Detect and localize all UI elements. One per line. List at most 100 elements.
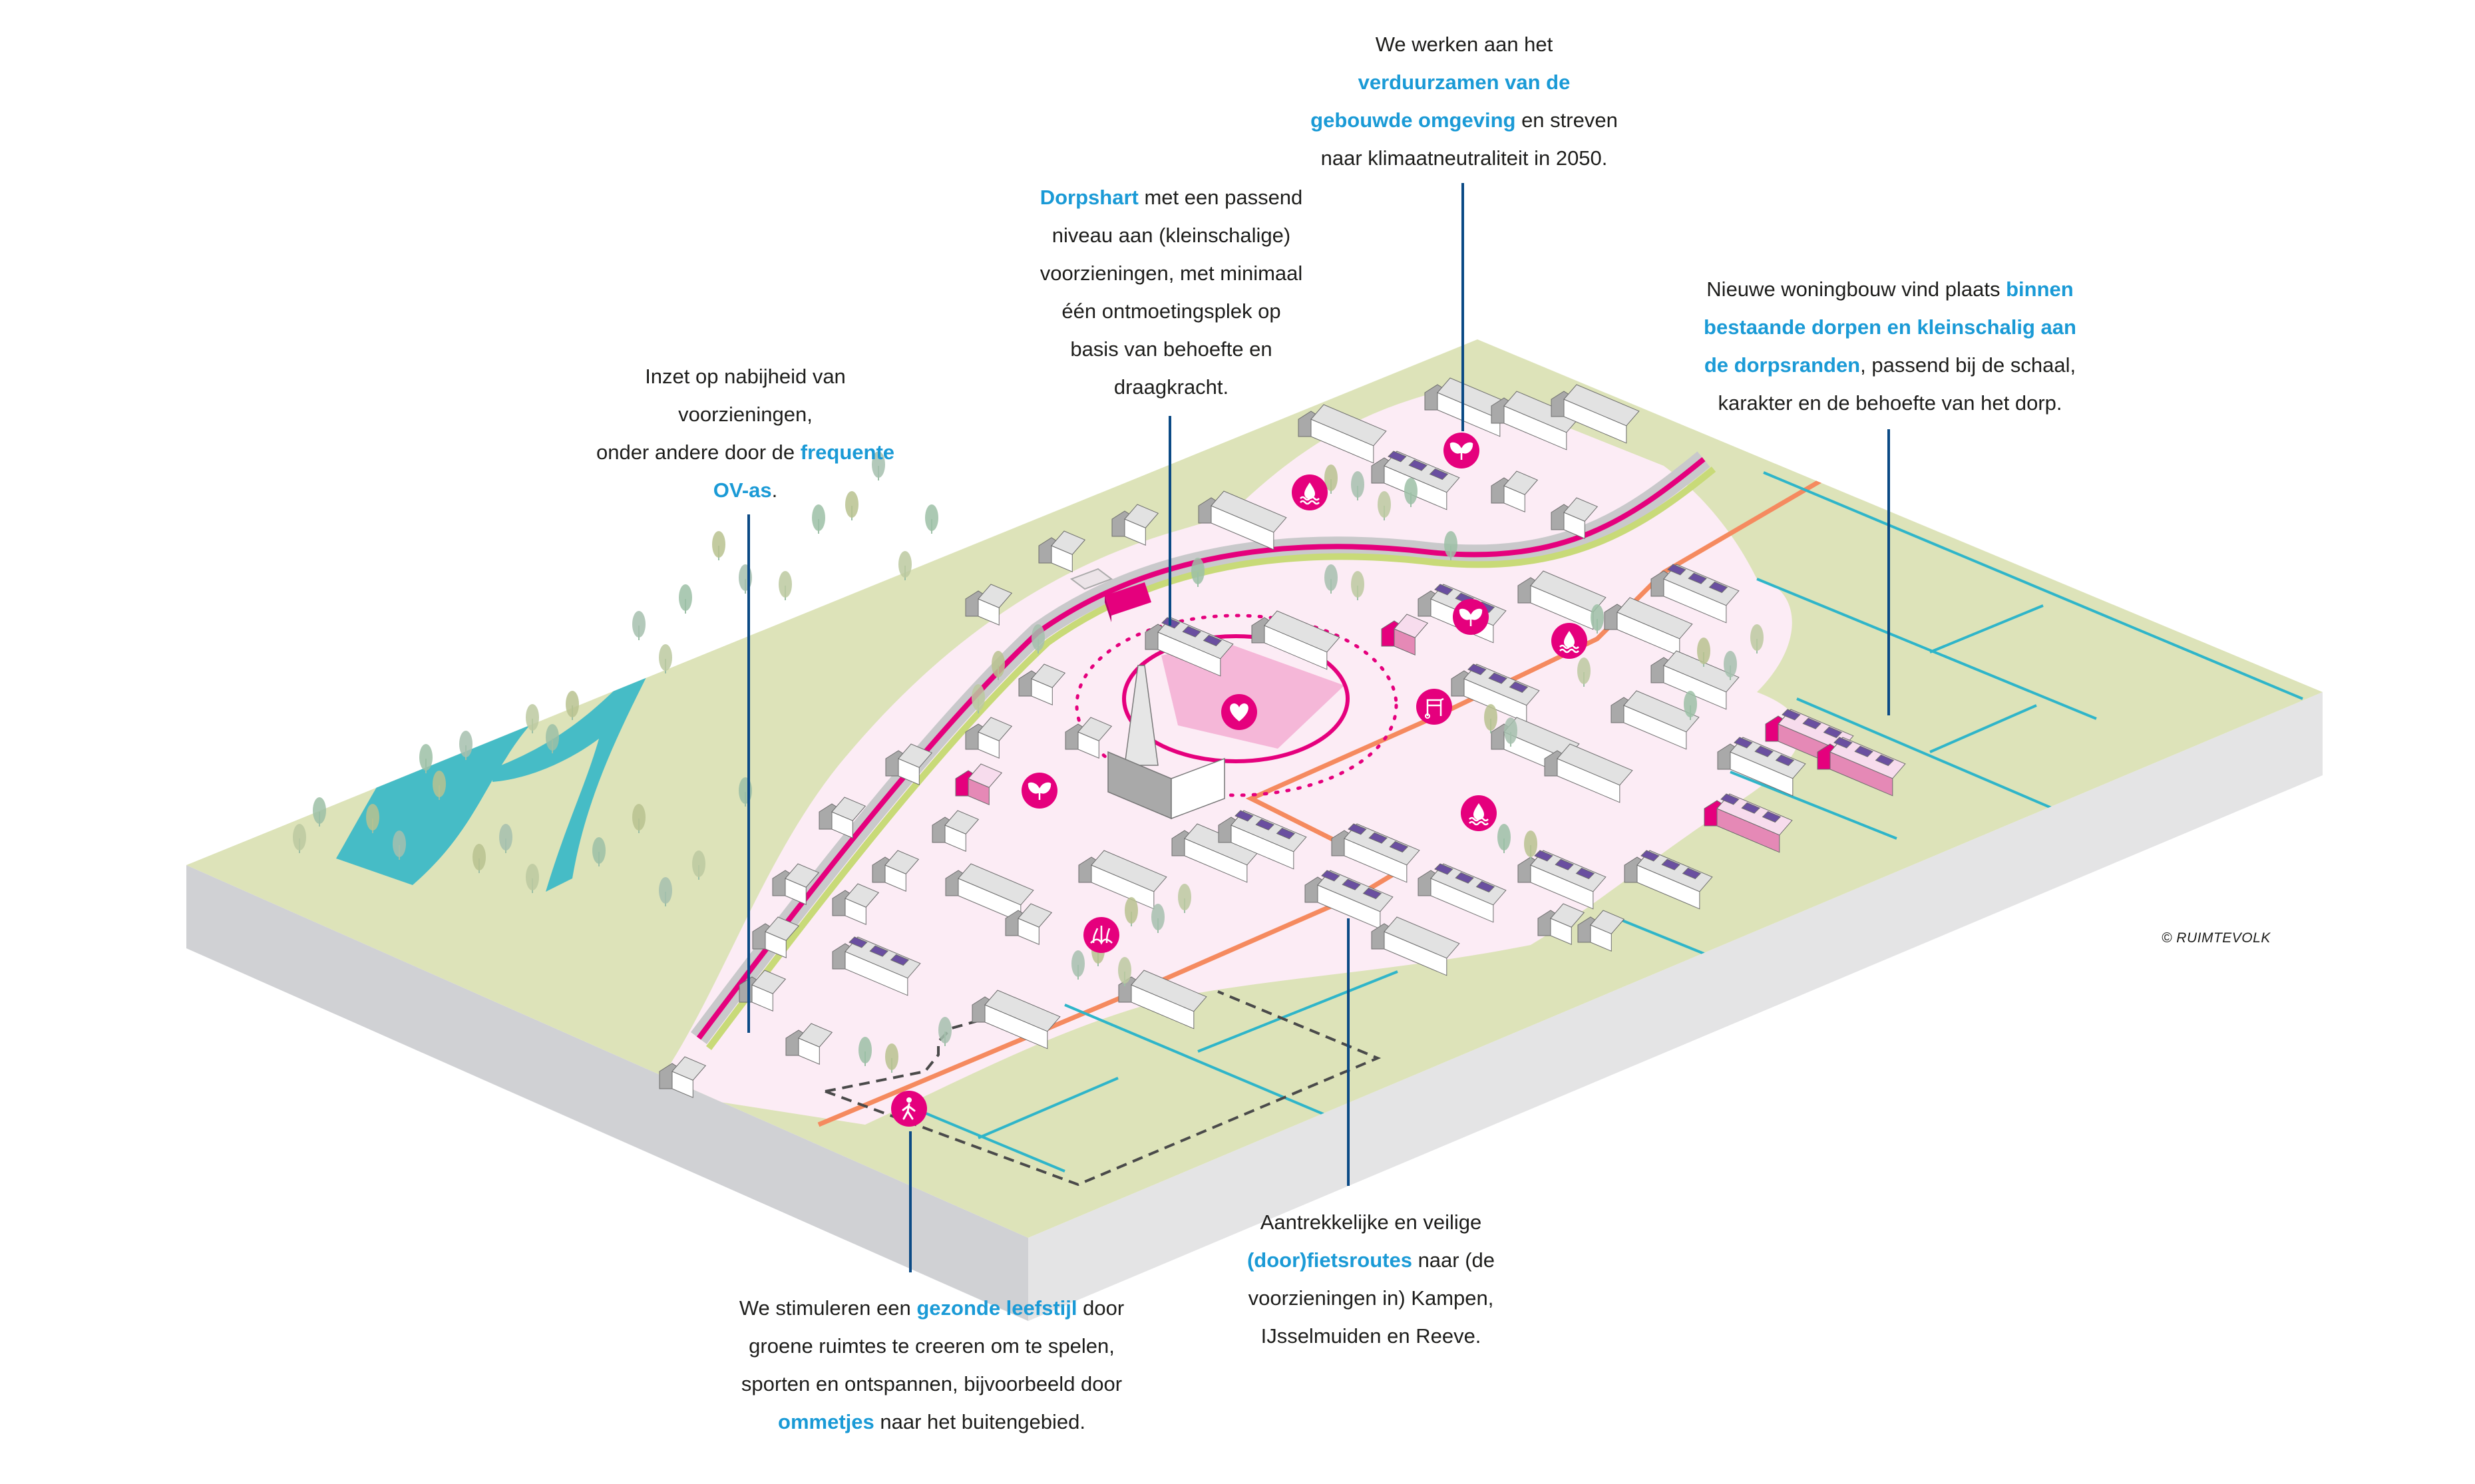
house [1537,903,1585,946]
tree [898,551,912,580]
tree [1524,831,1537,860]
callout-line: draagkracht. [992,368,1351,406]
callout-text: niveau aan (kleinschalige) [1051,224,1291,247]
house [965,717,1013,759]
callout-text: naar klimaatneutraliteit in 2050. [1320,146,1608,170]
house [1371,916,1460,976]
houses [659,377,1806,1099]
house [1717,737,1806,797]
tree [659,644,672,673]
tree [592,837,606,866]
tree [679,584,692,614]
tree [1191,558,1205,587]
tree [499,824,512,853]
tree [546,724,559,753]
new-build-house [955,763,1003,806]
callout-text: voorzieningen, met minimaal [1040,262,1303,285]
tree [1404,478,1418,507]
callout-line: We stimuleren een gezonde leefstijl door [685,1289,1178,1327]
tree [1118,957,1131,986]
bus [1105,582,1151,622]
house [1604,597,1693,657]
tree [1351,571,1364,600]
tree [872,451,885,480]
callout-text: IJsselmuiden en Reeve. [1260,1324,1481,1348]
tree [566,691,579,720]
walking-loop [825,990,1382,1187]
callout-line: verduurzamen van de [1251,63,1677,101]
village-heart-outer-ring [1075,614,1398,797]
callout-line: Aantrekkelijke en veilige [1171,1203,1571,1241]
callout-text: en streven [1515,108,1618,132]
highlighted-text: de dorpsranden [1704,353,1861,377]
house [1577,910,1625,952]
tree [293,824,306,853]
callout-text: voorzieningen, [678,403,813,426]
house [1451,663,1540,723]
tree [632,611,646,640]
callout-text: karakter en de behoefte van het dorp. [1718,391,2062,415]
highlighted-text: Dorpshart [1040,186,1139,209]
house [1018,663,1066,706]
water-icon [1292,474,1328,510]
house [832,883,880,926]
callout-line: Dorpshart met een passend [992,178,1351,216]
callout-line: onder andere door de frequente [552,433,938,471]
house [1544,743,1633,803]
tree [526,864,539,893]
house [972,990,1061,1049]
house [819,797,866,839]
tree [1444,531,1457,560]
callout-text: naar het buitengebied. [874,1410,1085,1433]
tree [1378,491,1391,520]
house [1650,564,1740,624]
callout-line: (door)fietsroutes naar (de [1171,1241,1571,1279]
tree [1697,638,1710,667]
callout-text: Inzet op nabijheid van [645,365,846,388]
tree [1684,691,1697,720]
water-icon [1551,623,1587,659]
house [945,863,1034,923]
callout-line: niveau aan (kleinschalige) [992,216,1351,254]
highlighted-text: bestaande dorpen en kleinschalig aan [1704,315,2076,339]
copyright-notice: © RUIMTEVOLK [2162,930,2271,946]
cycle-route-main [817,476,1825,1127]
highlighted-text: gezonde leefstijl [916,1296,1077,1320]
callout-line: basis van behoefte en [992,330,1351,368]
house [752,916,800,959]
house [785,1023,833,1065]
trees [293,451,1764,1073]
tree [659,877,672,906]
callout-line: OV-as. [552,471,938,509]
tree [1125,897,1138,926]
house [965,584,1013,626]
callout-cycling: Aantrekkelijke en veilige(door)fietsrout… [1171,1203,1571,1355]
house [1304,870,1394,930]
highlighted-text: binnen [2006,278,2074,301]
house [1611,690,1700,750]
block-left-side [186,865,1028,1321]
callout-text: sporten en ontspannen, bijvoorbeeld door [741,1372,1123,1395]
callout-text: onder andere door de [596,441,801,464]
tree [473,844,486,873]
callout-text: één ontmoetingsplek op [1061,299,1281,323]
callout-line: sporten en ontspannen, bijvoorbeeld door [685,1365,1178,1403]
callout-line: gebouwde omgeving en streven [1251,101,1677,139]
tree [1750,624,1764,653]
callout-line: groene ruimtes te creeren om te spelen, [685,1327,1178,1365]
house [1551,497,1599,540]
house [1171,823,1260,883]
ov-axis-line [696,457,1706,1040]
water-icon [1461,795,1497,831]
tree [845,491,858,520]
house [1331,823,1420,883]
callout-healthy-lifestyle: We stimuleren een gezonde leefstijl door… [685,1289,1178,1441]
callout-line: bestaande dorpen en kleinschalig aan [1664,308,2116,346]
tree [858,1037,872,1066]
house [739,970,787,1012]
leaf-icon [1022,773,1057,809]
house [772,863,820,906]
church [1107,665,1225,820]
tree [1724,651,1737,680]
callout-text: draagkracht. [1113,375,1229,399]
